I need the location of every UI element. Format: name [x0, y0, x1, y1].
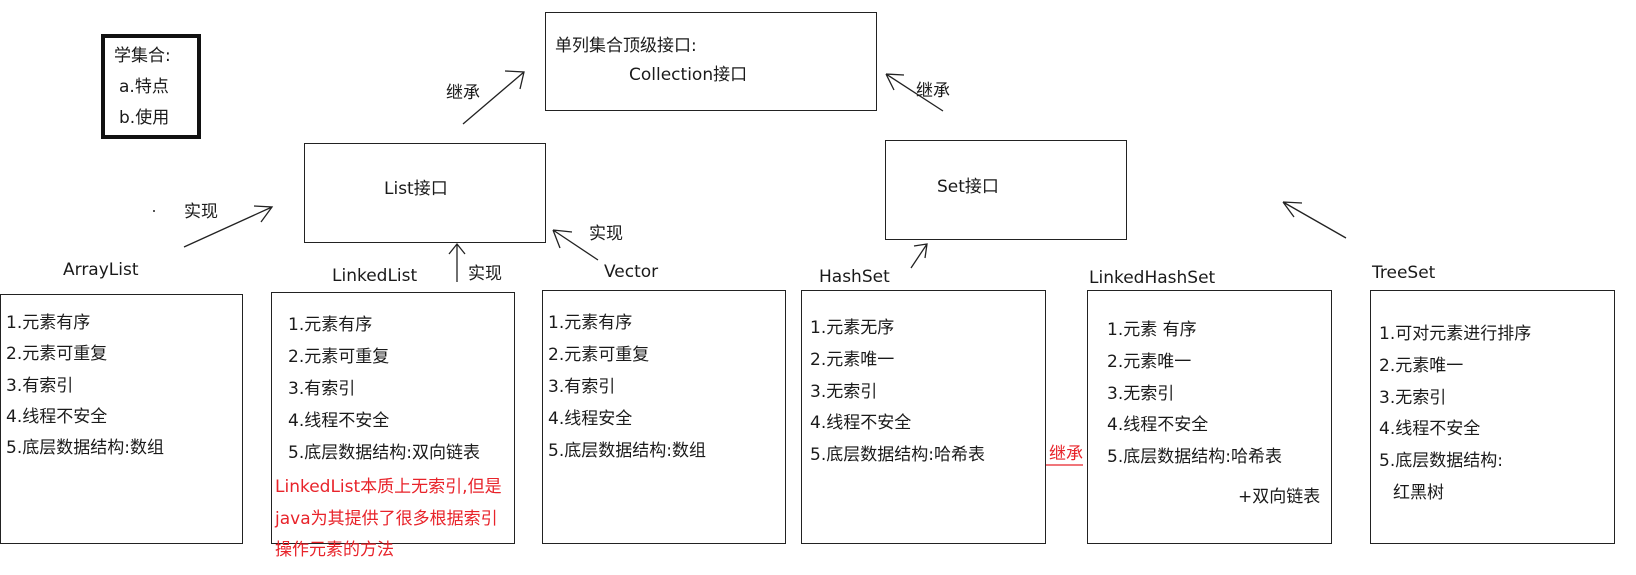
label-linkedhashset-inherit: 继承 [1049, 444, 1083, 464]
treeset-line-1: 1.可对元素进行排序 [1379, 324, 1532, 344]
arraylist-line-5: 5.底层数据结构:数组 [6, 438, 164, 458]
treeset-line-2: 2.元素唯一 [1379, 356, 1464, 376]
hashset-line-4: 4.线程不安全 [810, 413, 912, 433]
label-linkedlist-impl: 实现 [468, 264, 502, 284]
collection-caption: 单列集合顶级接口: [555, 36, 697, 56]
arraylist-line-3: 3.有索引 [6, 376, 74, 396]
label-set-inherit: 继承 [916, 81, 950, 101]
arrow-treeset-to-set [1282, 201, 1347, 239]
linkedhashset-extra: +双向链表 [1238, 487, 1321, 507]
list-interface-title: List接口 [384, 179, 448, 199]
arrow-list-to-collection [462, 70, 525, 125]
study-note-box: 学集合: a.特点 b.使用 [101, 34, 201, 139]
treeset-box: 1.可对元素进行排序 2.元素唯一 3.无索引 4.线程不安全 5.底层数据结构… [1370, 290, 1615, 544]
set-interface-box: Set接口 [885, 140, 1127, 240]
arraylist-line-4: 4.线程不安全 [6, 407, 108, 427]
arraylist-box: 1.元素有序 2.元素可重复 3.有索引 4.线程不安全 5.底层数据结构:数组 [0, 294, 243, 544]
hashset-line-2: 2.元素唯一 [810, 350, 895, 370]
vector-box: 1.元素有序 2.元素可重复 3.有索引 4.线程安全 5.底层数据结构:数组 [542, 290, 786, 544]
linkedhashset-box: 1.元素 有序 2.元素唯一 3.无索引 4.线程不安全 5.底层数据结构:哈希… [1087, 290, 1332, 544]
vector-line-2: 2.元素可重复 [548, 345, 650, 365]
linkedlist-box: 1.元素有序 2.元素可重复 3.有索引 4.线程不安全 5.底层数据结构:双向… [271, 292, 515, 544]
linkedhashset-name: LinkedHashSet [1089, 268, 1216, 288]
study-note-item-a: a.特点 [119, 77, 169, 97]
linkedhashset-line-3: 3.无索引 [1107, 384, 1175, 404]
linkedhashset-line-2: 2.元素唯一 [1107, 352, 1192, 372]
vector-line-3: 3.有索引 [548, 377, 616, 397]
list-interface-box: List接口 [304, 143, 546, 243]
linkedlist-line-4: 4.线程不安全 [288, 411, 390, 431]
hashset-line-1: 1.元素无序 [810, 318, 895, 338]
linkedlist-line-5: 5.底层数据结构:双向链表 [288, 443, 480, 463]
hashset-box: 1.元素无序 2.元素唯一 3.无索引 4.线程不安全 5.底层数据结构:哈希表 [801, 290, 1046, 544]
arrow-hashset-to-set [910, 243, 928, 269]
set-interface-title: Set接口 [937, 177, 999, 197]
treeset-line-3: 3.无索引 [1379, 388, 1447, 408]
arraylist-line-2: 2.元素可重复 [6, 344, 108, 364]
linkedlist-note-2: java为其提供了很多根据索引 [275, 509, 498, 529]
treeset-line-5: 5.底层数据结构: [1379, 451, 1503, 471]
linkedlist-note-1: LinkedList本质上无索引,但是 [275, 477, 502, 497]
label-vector-impl: 实现 [589, 224, 623, 244]
collection-title: Collection接口 [629, 65, 748, 85]
treeset-line-6: 红黑树 [1393, 483, 1444, 503]
collection-interface-box: 单列集合顶级接口: Collection接口 [545, 12, 877, 111]
study-note-item-b: b.使用 [119, 108, 170, 128]
label-arraylist-impl: 实现 [184, 202, 218, 222]
linkedhashset-line-5: 5.底层数据结构:哈希表 [1107, 447, 1282, 467]
treeset-line-4: 4.线程不安全 [1379, 419, 1481, 439]
label-list-inherit: 继承 [446, 83, 480, 103]
arrow-vector-to-list [552, 229, 599, 261]
linkedlist-line-2: 2.元素可重复 [288, 347, 390, 367]
linkedlist-note-3: 操作元素的方法 [275, 540, 394, 560]
linkedlist-name: LinkedList [332, 266, 418, 286]
arrow-set-to-collection [885, 73, 944, 112]
hashset-line-3: 3.无索引 [810, 382, 878, 402]
linkedhashset-line-4: 4.线程不安全 [1107, 415, 1209, 435]
hashset-line-5: 5.底层数据结构:哈希表 [810, 445, 985, 465]
linkedlist-line-3: 3.有索引 [288, 379, 356, 399]
arrow-arraylist-to-list [183, 205, 274, 248]
linkedlist-line-1: 1.元素有序 [288, 315, 373, 335]
linkedhashset-line-1: 1.元素 有序 [1107, 320, 1197, 340]
stray-dot [153, 210, 155, 212]
arraylist-line-1: 1.元素有序 [6, 313, 91, 333]
vector-line-4: 4.线程安全 [548, 409, 633, 429]
vector-name: Vector [604, 262, 659, 282]
arraylist-name: ArrayList [63, 260, 139, 280]
vector-line-1: 1.元素有序 [548, 313, 633, 333]
study-note-title: 学集合: [114, 46, 171, 66]
treeset-name: TreeSet [1372, 263, 1436, 283]
hashset-name: HashSet [819, 267, 890, 287]
arrow-linkedlist-to-list [448, 242, 466, 282]
vector-line-5: 5.底层数据结构:数组 [548, 441, 706, 461]
